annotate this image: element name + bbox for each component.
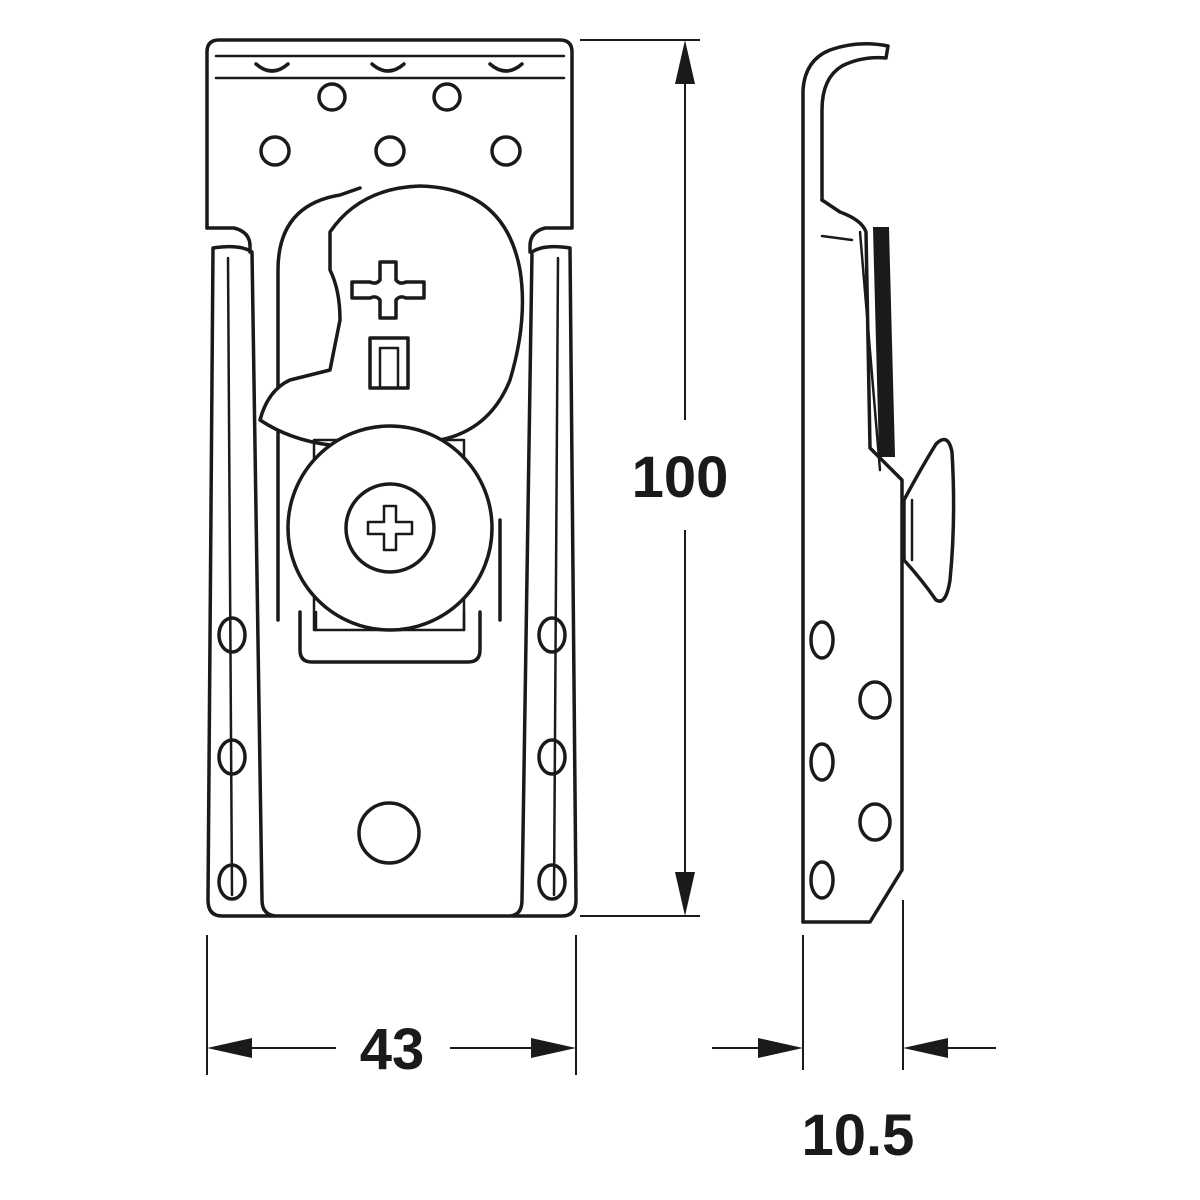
top-slot-holes <box>254 62 524 73</box>
height-dimension: 100 <box>580 39 729 917</box>
adjustment-screw <box>286 424 494 632</box>
height-arrow-top <box>675 40 695 84</box>
side-view-holes <box>809 620 892 900</box>
cam-housing <box>276 186 362 622</box>
top-hole-row-2 <box>259 135 522 167</box>
square-indicator-icon <box>368 336 410 390</box>
cam-cross-icon <box>350 260 426 320</box>
cam-wheel <box>258 184 525 447</box>
depth-arrow-left <box>758 1038 803 1058</box>
front-top-plate <box>205 38 574 254</box>
side-view <box>801 42 956 924</box>
center-mounting-hole <box>357 801 421 865</box>
width-arrow-right <box>531 1038 576 1058</box>
depth-arrow-right <box>903 1038 948 1058</box>
height-arrow-bottom <box>675 872 695 916</box>
adjustment-slider <box>298 610 482 664</box>
top-hole-row-1 <box>317 82 462 112</box>
depth-dimension: 10.5 <box>712 900 996 1168</box>
side-holes-left <box>217 616 247 901</box>
side-plate-outline <box>801 198 904 924</box>
width-arrow-left <box>207 1038 252 1058</box>
phillips-cross-icon <box>366 504 414 552</box>
width-dimension: 43 <box>206 935 577 1082</box>
side-spring-strip <box>872 227 896 457</box>
width-label: 43 <box>360 1017 425 1082</box>
side-knob-profile <box>902 437 956 603</box>
side-holes-right <box>537 616 567 901</box>
front-view <box>205 38 578 918</box>
front-body-outline <box>206 244 578 918</box>
depth-label: 10.5 <box>802 1103 915 1168</box>
height-label: 100 <box>632 445 729 510</box>
side-hook-profile <box>801 42 890 924</box>
